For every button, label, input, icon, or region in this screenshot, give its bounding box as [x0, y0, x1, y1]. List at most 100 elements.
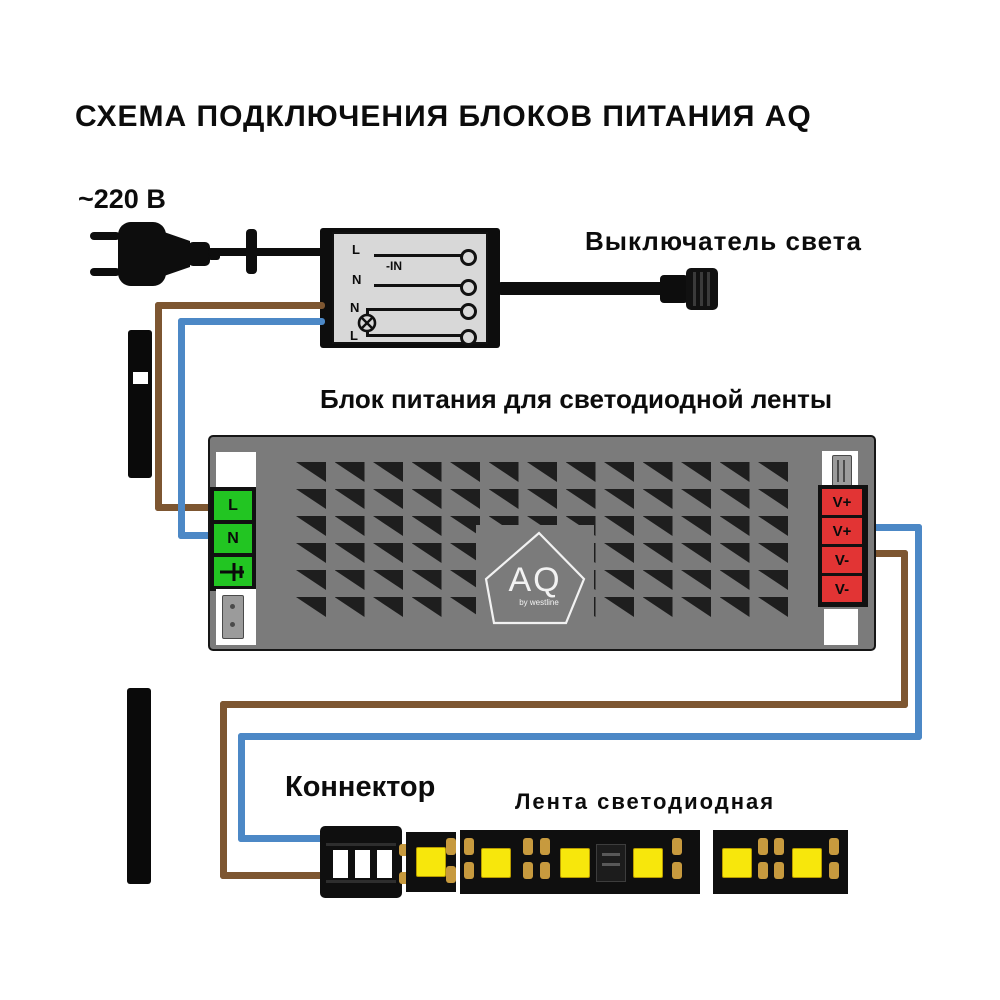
- led-strip-segment: [460, 830, 700, 894]
- solder-pad: [446, 866, 456, 883]
- vent-slot: [758, 570, 788, 590]
- led-chip: [633, 848, 663, 878]
- vent-slot: [373, 462, 403, 482]
- psu-terminal-vplus-2: V+: [822, 518, 862, 544]
- vent-slot: [681, 489, 711, 509]
- vent-slot: [334, 570, 365, 590]
- trimmer-slot: [837, 460, 839, 482]
- vent-slot: [334, 543, 365, 563]
- strip-resistor: [596, 844, 626, 882]
- wire-brown: [220, 701, 227, 879]
- vent-slot: [681, 543, 711, 563]
- vplus2-label: V+: [832, 522, 852, 540]
- vent-slot: [719, 597, 750, 617]
- terminal-label-l-out: L: [350, 328, 358, 343]
- wire-blue: [238, 733, 245, 842]
- vent-slot: [411, 516, 442, 536]
- vent-slot: [373, 489, 403, 509]
- led-chip: [792, 848, 822, 878]
- psu-terminal-L-label: L: [228, 496, 238, 514]
- led-strip-segment: [713, 830, 848, 894]
- trimmer-slot: [843, 460, 845, 482]
- led-chip: [560, 848, 590, 878]
- solder-pad: [758, 862, 768, 879]
- vent-slot: [719, 462, 750, 482]
- vent-slot: [758, 489, 788, 509]
- schematic-line: [366, 308, 462, 311]
- solder-pad: [523, 862, 533, 879]
- vent-slot: [681, 570, 711, 590]
- vplus1-label: V+: [832, 493, 852, 511]
- vent-slot: [527, 462, 557, 482]
- vent-slot: [642, 462, 673, 482]
- vminus1-label: V-: [834, 551, 850, 569]
- vent-slot: [604, 462, 634, 482]
- vent-slot: [642, 516, 673, 536]
- dim-input-label: -IN: [386, 259, 402, 273]
- vent-slot: [527, 489, 557, 509]
- vent-slot: [334, 516, 365, 536]
- terminal-point: [460, 329, 477, 346]
- solder-pad: [774, 862, 784, 879]
- vent-slot: [296, 516, 326, 536]
- connector-ridge: [326, 843, 396, 846]
- vent-slot: [719, 570, 750, 590]
- selector-dot: [230, 622, 235, 627]
- psu-terminal-earth: [214, 557, 252, 586]
- schematic-line: [374, 284, 462, 287]
- wire-brown: [155, 302, 325, 309]
- vent-slot: [296, 570, 326, 590]
- resistor-mark: [602, 853, 620, 856]
- psu-terminal-vplus-1: V+: [822, 489, 862, 515]
- vent-slot: [411, 543, 442, 563]
- vent-slot: [565, 462, 596, 482]
- led-strip-segment: [406, 832, 456, 892]
- switch-connector-cap: [686, 268, 718, 310]
- brand-logo: AQ by westline: [484, 531, 586, 625]
- schematic-line: [374, 254, 462, 257]
- vent-slot: [758, 597, 788, 617]
- vent-slot: [565, 489, 596, 509]
- terminal-point: [460, 303, 477, 320]
- power-supply-unit: AQ by westline L N V+ V+ V: [208, 435, 876, 651]
- solder-pad: [672, 862, 682, 879]
- wire-blue: [178, 318, 185, 539]
- vent-slot: [411, 570, 442, 590]
- vent-slot: [334, 597, 365, 617]
- psu-terminal-N: N: [214, 524, 252, 553]
- vent-slot: [642, 570, 673, 590]
- bar-notch: [133, 372, 148, 384]
- mains-voltage-label: ~220 В: [78, 184, 166, 214]
- wire-blue: [238, 733, 922, 740]
- wire-blue: [178, 532, 218, 539]
- connector-ridge: [326, 880, 396, 883]
- solder-pad: [523, 838, 533, 855]
- led-chip: [416, 847, 446, 877]
- wire-brown: [155, 504, 217, 511]
- psu-cutout: [824, 609, 858, 645]
- selector-dot: [230, 604, 235, 609]
- solder-pad: [464, 862, 474, 879]
- remote-switch-label: Выключатель света: [585, 226, 862, 256]
- solder-pad: [446, 838, 456, 855]
- psu-terminal-N-label: N: [227, 529, 239, 547]
- psu-terminal-vminus-2: V-: [822, 576, 862, 602]
- vent-slot: [681, 597, 711, 617]
- switch-connector-neck: [660, 275, 688, 303]
- earth-icon: [220, 562, 244, 581]
- wire-brown: [858, 550, 908, 557]
- wire-brown: [220, 872, 330, 879]
- solder-pad: [672, 838, 682, 855]
- mains-cable: [208, 248, 328, 256]
- vent-slot: [373, 516, 403, 536]
- strip-connector: [320, 826, 402, 898]
- wire-blue: [858, 524, 922, 531]
- logo-subtext: by westline: [519, 598, 559, 607]
- vent-slot: [758, 543, 788, 563]
- logo-text: AQ: [508, 561, 561, 599]
- terminal-label-n-in: N: [352, 272, 362, 287]
- psu-terminal-L: L: [214, 491, 252, 520]
- vent-slot: [719, 516, 750, 536]
- vent-slot: [719, 489, 750, 509]
